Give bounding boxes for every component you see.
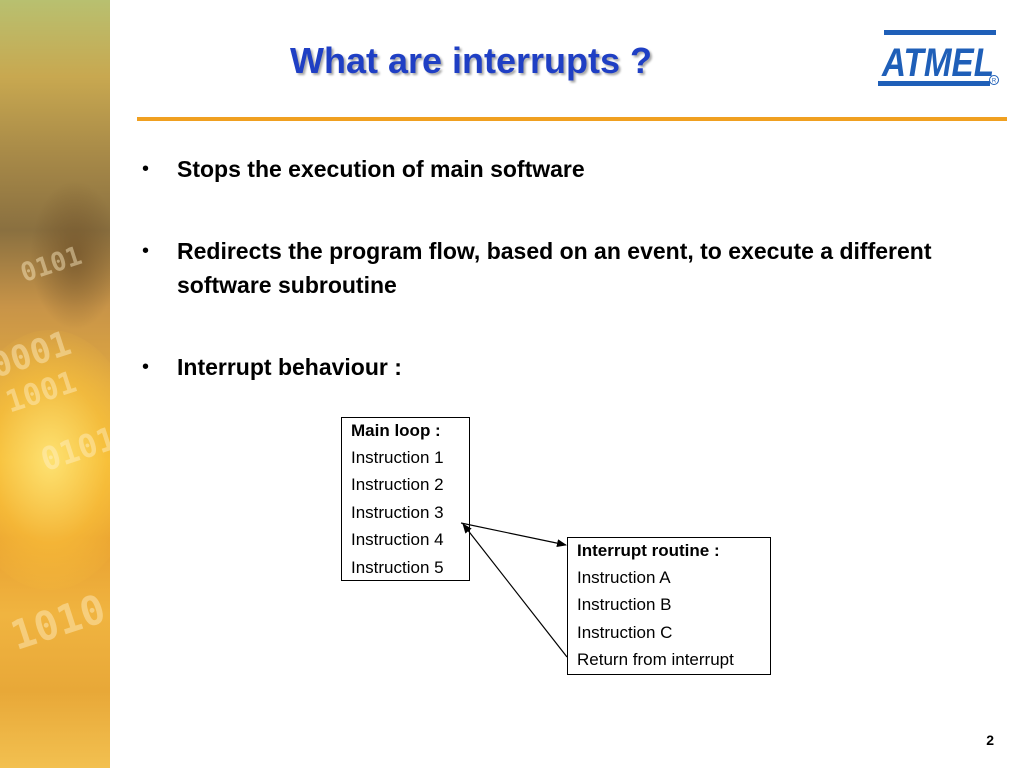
decorative-glow [0,330,110,590]
bullet-text: Redirects the program flow, based on an … [177,238,932,298]
bullet-item: • Interrupt behaviour : [142,350,1002,384]
decorative-digits: 1010 [5,586,110,660]
interrupt-routine-instruction: Instruction C [577,622,673,642]
logo-wordmark: ATMEL [881,41,994,85]
decorative-shade [30,180,110,330]
main-loop-instruction: Instruction 1 [351,448,444,467]
bullet-marker: • [142,356,150,378]
arrow-to-interrupt [460,522,567,548]
main-loop-instruction: Instruction 4 [351,530,444,550]
bullet-marker: • [142,158,150,180]
main-loop-instruction: Instruction 2 [351,475,444,495]
bullet-item: • Redirects the program flow, based on a… [142,234,1002,302]
bullet-text: Stops the execution of main software [177,156,585,182]
registered-mark-icon [989,75,999,85]
bullet-marker: • [142,240,150,262]
slide-title: What are interrupts ? [290,40,653,81]
page-number: 2 [986,732,994,748]
arrow-return-to-main [462,523,568,658]
main-loop-instruction: Instruction 5 [351,557,444,577]
main-loop-instruction: Instruction 3 [351,502,444,522]
bullet-item: • Stops the execution of main software [142,152,1002,186]
atmel-logo: ATMEL R [878,30,999,86]
interrupt-routine-instruction: Instruction A [577,568,671,587]
decorative-side-image: 0101 0001 1001 0101 1010 [0,0,110,768]
registered-mark-letter: R [992,79,997,85]
interrupt-routine-header: Interrupt routine : [577,541,720,560]
interrupt-routine-instruction: Instruction B [577,595,672,615]
bullet-text: Interrupt behaviour : [177,354,402,380]
interrupt-routine-instruction: Return from interrupt [577,650,734,670]
main-loop-header: Main loop : [351,421,441,440]
interrupt-routine-box: Interrupt routine : Instruction A Instru… [567,537,771,675]
main-loop-box: Main loop : Instruction 1 Instruction 2 … [341,417,470,581]
title-divider [137,117,1007,121]
